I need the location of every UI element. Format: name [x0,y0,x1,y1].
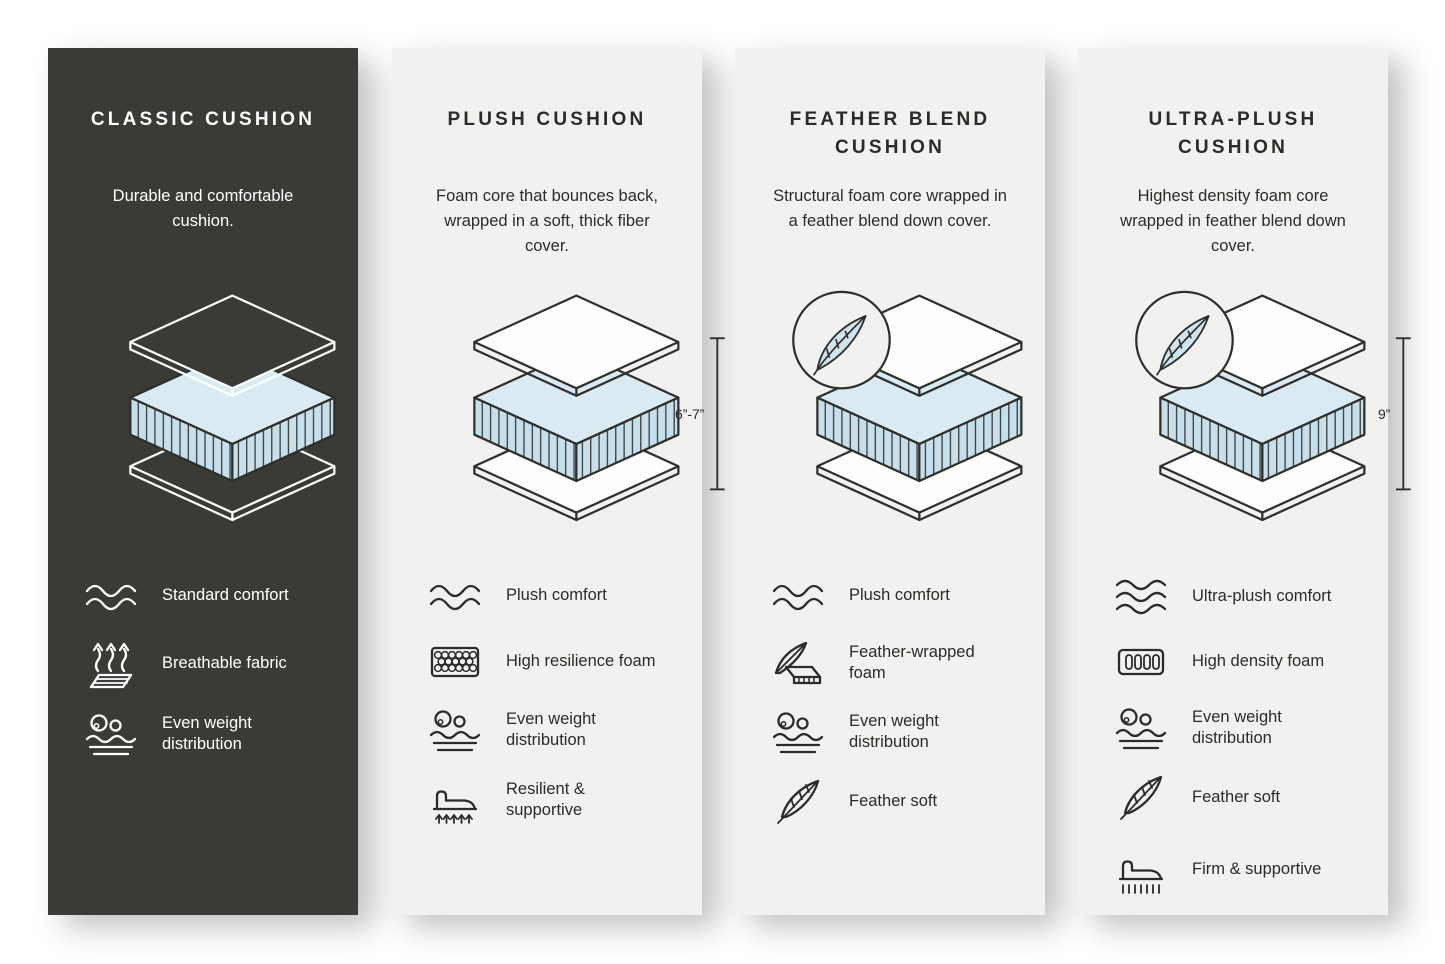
feature-row: Feather-wrapped foam [771,639,1009,687]
panel-title: PLUSH CUSHION [447,109,647,130]
feature-row: Feather soft [771,777,1009,827]
weight-distribution-icon [1114,705,1168,751]
feature-label: Ultra-plush comfort [1192,587,1332,606]
feature-row: Even weight distribution [428,707,666,753]
height-dimension-marker: 6”-7” [675,337,725,491]
feature-label: Even weight distribution [162,713,252,753]
feature-row: Firm & supportive [1114,845,1352,895]
feature-row: Feather soft [1114,773,1352,823]
feature-row: Even weight distribution [771,709,1009,755]
feature-label: Even weight distribution [1192,707,1282,747]
height-dimension-marker: 9” [1378,337,1411,491]
feature-label: Standard comfort [162,586,289,605]
layered-cushion-diagram [129,294,336,522]
breathable-icon [84,639,138,689]
feature-row: Even weight distribution [84,711,322,757]
feature-label: High resilience foam [506,652,656,671]
feature-row: Plush comfort [771,575,1009,617]
panel-title: ULTRA-PLUSH CUSHION [1148,109,1318,158]
panel-classic-cushion: CLASSIC CUSHION Durable and comfortable … [48,48,358,915]
firm-supportive-icon [1114,845,1168,895]
panel-feather-blend-cushion: FEATHER BLEND CUSHION Structural foam co… [735,48,1045,915]
panel-description: Highest density foam core wrapped in fea… [1120,187,1346,255]
panel-title: CLASSIC CUSHION [90,109,316,130]
feature-row: Resilient & supportive [428,775,666,825]
feature-row: Standard comfort [84,575,322,617]
feature-list: Plush comfort High resilience foam [428,575,666,825]
top-cover-layer [129,294,336,397]
feature-label: Firm & supportive [1192,860,1322,879]
feature-label: Plush comfort [849,586,950,605]
top-cover-layer [473,294,680,397]
dimension-label: 6”-7” [675,406,705,422]
panel-ultra-plush-cushion: ULTRA-PLUSH CUSHION Highest density foam… [1078,48,1411,915]
feature-list: Standard comfort Breathable fabric [84,575,322,757]
feature-label: High density foam [1192,652,1325,671]
feature-label: Feather soft [849,792,938,811]
panel-description: Durable and comfortable cushion. [112,187,294,230]
panel-description: Structural foam core wrapped in a feathe… [773,187,1007,230]
feature-label: Feather soft [1192,788,1281,807]
waves-icon [84,575,138,617]
cushion-illustration: 9” [1114,290,1411,535]
cushion-illustration: 6”-7” [428,290,725,535]
density-foam-icon [1114,641,1168,683]
feature-list: Ultra-plush comfort High density foam [1114,575,1352,895]
waves-icon [428,575,482,617]
layered-cushion-diagram: 9” [1135,290,1411,522]
foam-core-layer [129,350,336,483]
panel-plush-cushion: PLUSH CUSHION Foam core that bounces bac… [392,48,725,915]
layered-cushion-diagram: 6”-7” [473,294,725,522]
weight-distribution-icon [428,707,482,753]
panel-title: FEATHER BLEND CUSHION [789,109,991,158]
weight-distribution-icon [771,709,825,755]
feature-label: Even weight distribution [849,711,939,751]
layered-cushion-diagram [792,290,1023,522]
feature-label: Breathable fabric [162,654,287,673]
feature-row: Breathable fabric [84,639,322,689]
feature-list: Plush comfort Feather-wrapped foam [771,575,1009,827]
feature-row: Plush comfort [428,575,666,617]
feather-foam-icon [771,639,825,687]
cushion-illustration [84,290,336,535]
foam-core-layer [473,350,680,483]
feature-row: Even weight distribution [1114,705,1352,751]
feature-row: Ultra-plush comfort [1114,575,1352,619]
feather-badge [792,290,891,390]
feature-label: Plush comfort [506,586,607,605]
feature-row: High density foam [1114,641,1352,683]
feather-badge [1135,290,1234,390]
feather-icon [771,777,825,827]
feature-label: Resilient & supportive [506,779,585,819]
feature-label: Even weight distribution [506,709,596,749]
feather-icon [1114,773,1168,823]
feature-row: High resilience foam [428,639,666,685]
lounge-arrows-icon [428,775,482,825]
weight-distribution-icon [84,711,138,757]
feature-label: Feather-wrapped foam [849,642,975,682]
foam-cells-icon [428,639,482,685]
panel-description: Foam core that bounces back, wrapped in … [436,187,658,255]
cushion-illustration [771,290,1023,535]
dimension-label: 9” [1378,406,1391,422]
waves-icon [771,575,825,617]
waves-icon [1114,575,1168,619]
